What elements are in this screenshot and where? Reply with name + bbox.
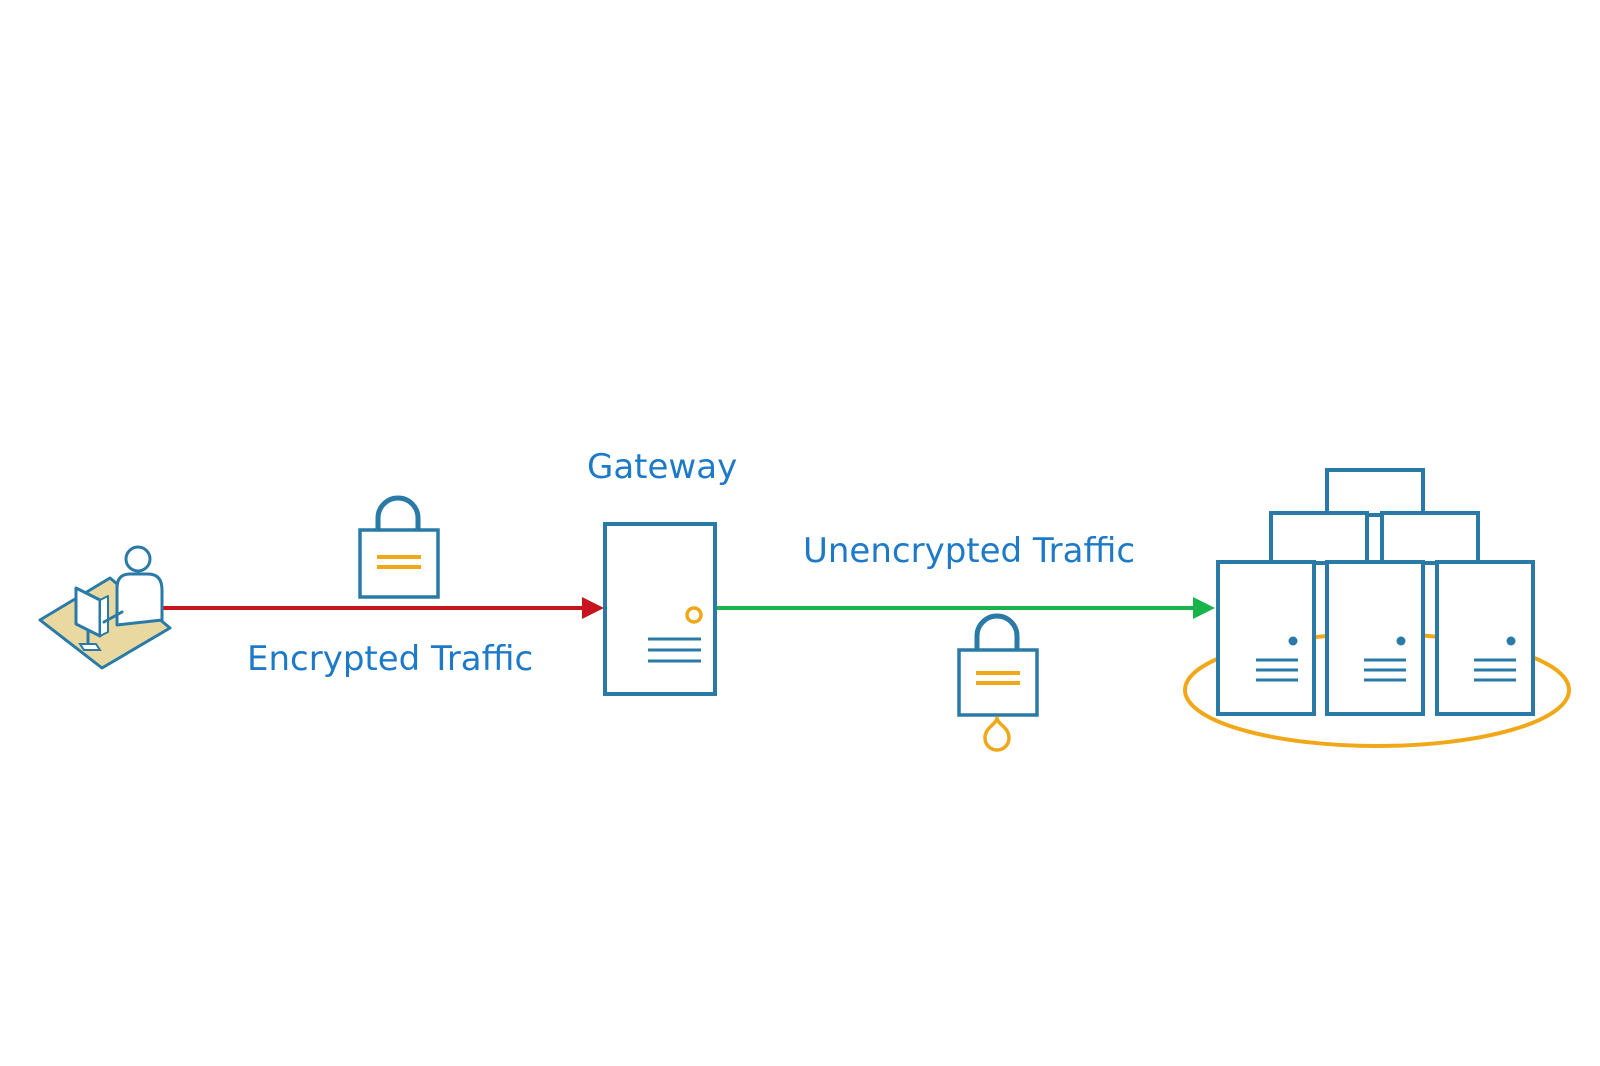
unlocked-padlock-with-key-icon: [957, 613, 1039, 752]
gateway-server-icon: [603, 522, 717, 696]
locked-padlock-icon: [358, 495, 440, 599]
gateway-label: Gateway: [587, 447, 738, 487]
server-cluster-icon: [1183, 468, 1571, 748]
user-at-workstation-icon: [38, 545, 172, 670]
unencrypted-traffic-label: Unencrypted Traffic: [803, 531, 1136, 571]
unencrypted-traffic-arrow: [715, 597, 1215, 619]
encrypted-traffic-arrow: [160, 597, 604, 619]
encrypted-traffic-label: Encrypted Traffic: [247, 639, 534, 679]
